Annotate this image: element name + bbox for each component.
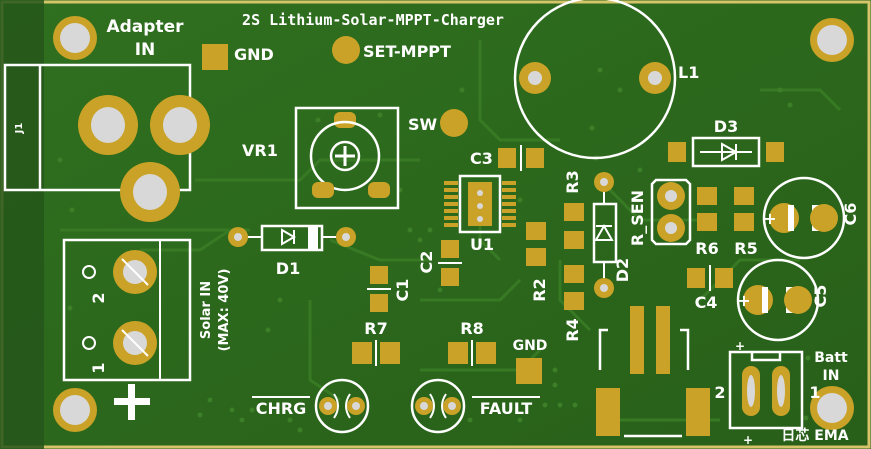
d3-diode: D3 bbox=[668, 117, 784, 168]
board-left-strip bbox=[0, 0, 44, 449]
c3-capacitor: C3 bbox=[470, 145, 544, 171]
r3-label: R3 bbox=[563, 170, 582, 193]
batt-label: Batt bbox=[814, 350, 848, 366]
c2-capacitor: C2 bbox=[417, 240, 462, 286]
d2-diode: D2 bbox=[592, 172, 632, 298]
board-logo: 日芯 EMA bbox=[781, 427, 848, 444]
solar-in-label: Solar IN bbox=[199, 281, 214, 339]
c3-label: C3 bbox=[470, 149, 493, 168]
c1-label: C1 bbox=[393, 279, 412, 302]
d1-diode: D1 bbox=[228, 224, 356, 278]
vr1-label: VR1 bbox=[242, 141, 278, 160]
j1-barrel-jack: J1 bbox=[3, 63, 210, 222]
sw-pad bbox=[440, 109, 468, 137]
vr1-trimmer: VR1 bbox=[242, 106, 400, 210]
l1-inductor: L1 bbox=[513, 0, 699, 160]
r7-resistor: R7 bbox=[352, 319, 400, 366]
chrg-led: CHRG bbox=[252, 378, 370, 434]
batt-plus-bottom: + bbox=[743, 433, 753, 447]
solar-pin2-label: 2 bbox=[89, 292, 108, 303]
r4-label: R4 bbox=[563, 318, 582, 341]
batt-pin2-label: 2 bbox=[714, 383, 725, 402]
l1-label: L1 bbox=[678, 63, 699, 82]
gnd-top-pad bbox=[202, 44, 228, 70]
solar-in-terminal: 2 1 Solar IN (MAX: 40V) bbox=[62, 238, 232, 420]
fault-led: FAULT bbox=[410, 378, 540, 434]
r2-resistor: R2 bbox=[526, 222, 549, 302]
batt-in-label: IN bbox=[823, 368, 840, 384]
r-sen-resistor: R_SEN bbox=[628, 178, 692, 246]
c1-capacitor: C1 bbox=[367, 266, 412, 312]
fault-label: FAULT bbox=[480, 399, 533, 418]
r6-label: R6 bbox=[695, 239, 718, 258]
c6-label: C6 bbox=[841, 203, 860, 226]
r5-resistor: R5 bbox=[734, 187, 758, 258]
r-sen-label: R_SEN bbox=[628, 190, 647, 246]
r5-label: R5 bbox=[734, 239, 757, 258]
r8-label: R8 bbox=[460, 319, 483, 338]
u1-ic: U1 bbox=[444, 174, 516, 254]
d3-label: D3 bbox=[714, 117, 738, 136]
q1-mosfet bbox=[596, 306, 710, 438]
c4-capacitor: C4 bbox=[687, 265, 733, 312]
c5-label: C5 bbox=[811, 285, 830, 308]
set-mppt-label: SET-MPPT bbox=[363, 42, 451, 61]
r2-label: R2 bbox=[530, 278, 549, 301]
c4-label: C4 bbox=[695, 293, 718, 312]
c5-capacitor: + C5 bbox=[736, 258, 830, 342]
adapter-in-label: IN bbox=[135, 40, 156, 60]
gnd-bottom-label: GND bbox=[513, 338, 548, 354]
d2-label: D2 bbox=[613, 258, 632, 282]
c6-plus: + bbox=[763, 209, 776, 228]
j1-label: J1 bbox=[14, 123, 25, 135]
u1-label: U1 bbox=[470, 235, 494, 254]
gnd-bottom-pad bbox=[516, 358, 542, 384]
vias bbox=[57, 67, 811, 433]
batt-plus-top: + bbox=[735, 339, 745, 353]
board-title: 2S Lithium-Solar-MPPT-Charger bbox=[242, 11, 504, 29]
solar-max-label: (MAX: 40V) bbox=[217, 269, 232, 352]
set-mppt-pad bbox=[332, 36, 360, 64]
r6-resistor: R6 bbox=[695, 187, 719, 258]
c2-label: C2 bbox=[417, 251, 436, 274]
r3-resistor: R3 bbox=[563, 170, 584, 249]
sw-label: SW bbox=[408, 115, 438, 134]
batt-pin1-label: 1 bbox=[809, 383, 820, 402]
r4-resistor: R4 bbox=[563, 265, 584, 342]
gnd-top-label: GND bbox=[234, 45, 274, 64]
solar-pin1-label: 1 bbox=[89, 362, 108, 373]
chrg-label: CHRG bbox=[256, 399, 307, 418]
c5-plus: + bbox=[737, 291, 750, 310]
adapter-label: Adapter bbox=[106, 17, 184, 37]
d1-label: D1 bbox=[276, 259, 300, 278]
batt-in-connector: + + 2 1 Batt IN bbox=[714, 339, 848, 447]
r8-resistor: R8 bbox=[448, 319, 496, 366]
mounting-holes bbox=[53, 16, 854, 432]
c6-capacitor: + C6 bbox=[762, 176, 860, 260]
r7-label: R7 bbox=[364, 319, 387, 338]
